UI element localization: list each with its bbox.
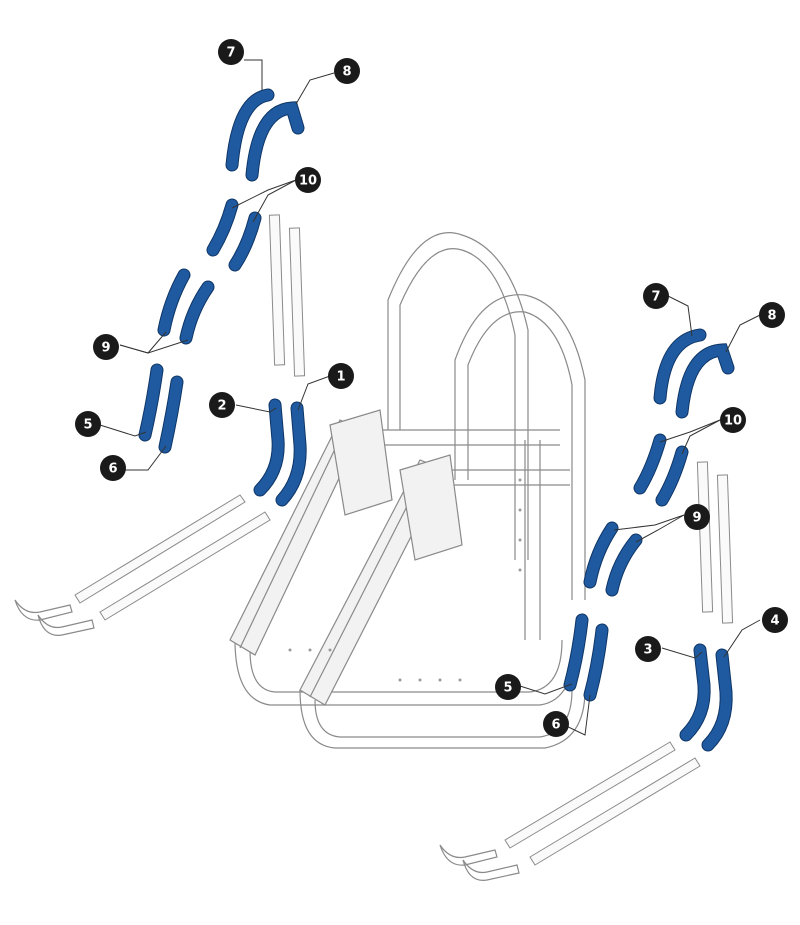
base-frame xyxy=(234,639,576,706)
callout-c6a: 6 xyxy=(100,455,126,481)
callout-c8b: 8 xyxy=(759,302,785,328)
callout-circle xyxy=(495,674,521,700)
callout-label: 4 xyxy=(770,614,779,629)
callout-c1: 1 xyxy=(328,363,354,389)
callout-label: 5 xyxy=(503,681,512,696)
callout-c6b: 6 xyxy=(543,711,569,737)
callout-circle xyxy=(328,363,354,389)
front-arch xyxy=(454,294,586,600)
left-skid-tip-b xyxy=(37,614,95,636)
right-vertical-strip-b xyxy=(716,474,734,624)
callout-label: 8 xyxy=(767,309,776,324)
right-vertical-strip-a xyxy=(696,461,714,613)
frame-assembly xyxy=(229,232,586,749)
callout-circle xyxy=(93,334,119,360)
callout-label: 6 xyxy=(551,718,560,733)
callout-label: 6 xyxy=(108,462,117,477)
callout-label: 9 xyxy=(101,341,110,356)
callout-circle xyxy=(100,455,126,481)
callout-c9a: 9 xyxy=(93,334,119,360)
callout-c2: 2 xyxy=(209,392,235,418)
callout-circle xyxy=(762,607,788,633)
right-parts xyxy=(439,328,735,881)
callout-label: 5 xyxy=(83,418,92,433)
left-parts xyxy=(14,88,307,636)
callout-c5b: 5 xyxy=(495,674,521,700)
callout-label: 10 xyxy=(299,174,317,189)
callouts: 7 8 10 9 5 6 2 1 7 8 10 9 5 6 3 4 xyxy=(75,39,788,737)
rivets xyxy=(288,478,522,682)
left-vertical-strip-a xyxy=(268,214,286,366)
right-skid-tip-a xyxy=(439,844,498,866)
left-skid-tip-a xyxy=(14,599,73,621)
callout-label: 2 xyxy=(217,399,226,414)
callout-circle xyxy=(543,711,569,737)
callout-circle xyxy=(295,167,321,193)
callout-label: 7 xyxy=(226,46,235,61)
callout-circle xyxy=(684,504,710,530)
callout-label: 3 xyxy=(643,643,652,658)
left-long-strip-a xyxy=(74,494,246,604)
callout-label: 7 xyxy=(651,290,660,305)
callout-circle xyxy=(218,39,244,65)
callout-c4: 4 xyxy=(762,607,788,633)
callout-circle xyxy=(635,636,661,662)
callout-circle xyxy=(759,302,785,328)
callout-label: 1 xyxy=(336,370,345,385)
callout-c9b: 9 xyxy=(684,504,710,530)
callout-label: 10 xyxy=(724,414,742,429)
right-long-strip-a xyxy=(504,741,676,849)
callout-label: 9 xyxy=(692,511,701,526)
callout-circle xyxy=(643,283,669,309)
left-vertical-strip-b xyxy=(288,227,306,377)
callout-c10b: 10 xyxy=(720,407,746,433)
callout-c5a: 5 xyxy=(75,411,101,437)
callout-c8a: 8 xyxy=(334,58,360,84)
right-skid-tip-b xyxy=(462,859,520,881)
left-long-strip-b xyxy=(99,511,271,621)
leader-lines xyxy=(99,59,761,736)
callout-circle xyxy=(334,58,360,84)
callout-circle xyxy=(720,407,746,433)
rear-arch xyxy=(387,232,529,560)
callout-circle xyxy=(209,392,235,418)
callout-label: 8 xyxy=(342,65,351,80)
callout-c10a: 10 xyxy=(295,167,321,193)
callout-circle xyxy=(75,411,101,437)
callout-c7a: 7 xyxy=(218,39,244,65)
callout-c7b: 7 xyxy=(643,283,669,309)
callout-c3: 3 xyxy=(635,636,661,662)
right-long-strip-b xyxy=(529,757,701,866)
